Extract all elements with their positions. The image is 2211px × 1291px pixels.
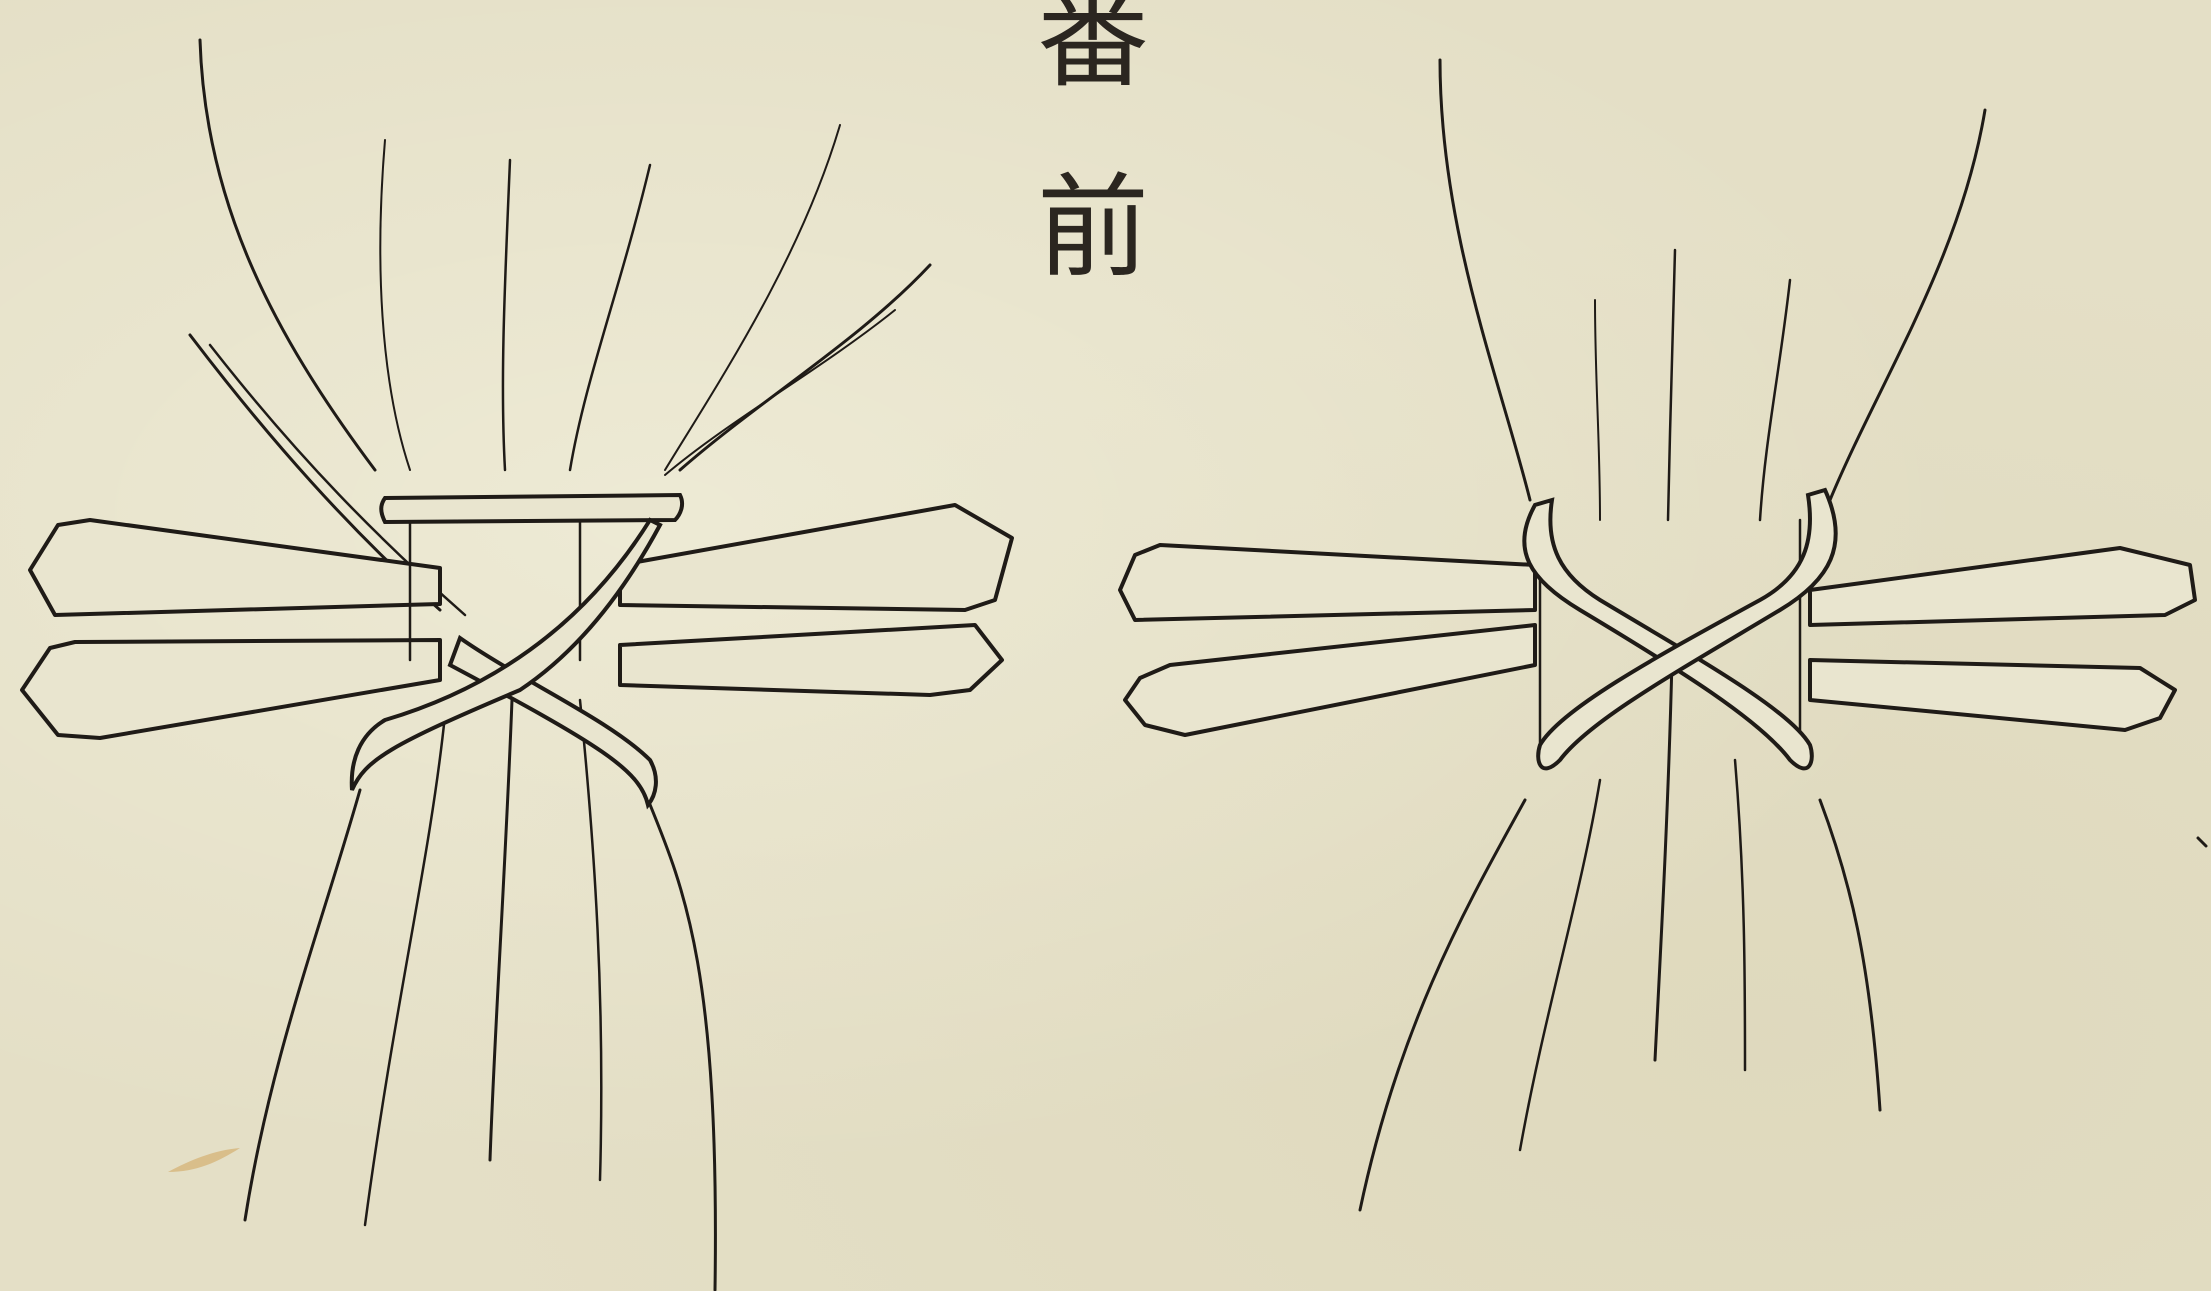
left-blade-lower-right [620, 625, 1002, 695]
figure-left [22, 40, 1012, 1290]
left-upper-strands [200, 40, 930, 475]
right-blade-lower-left [1125, 625, 1535, 735]
right-blade-upper-left [1120, 545, 1535, 620]
left-blade-upper-right [620, 505, 1012, 610]
figure-right [1120, 60, 2195, 1210]
left-lower-strands [245, 520, 715, 1290]
ink-speck [2198, 838, 2206, 846]
right-binding [1524, 490, 1836, 768]
right-blade-upper-right [1810, 548, 2195, 625]
paper-stain [168, 1148, 240, 1172]
right-blade-lower-right [1810, 660, 2175, 730]
left-top-band [381, 495, 682, 522]
right-upper-strands [1440, 60, 1985, 520]
